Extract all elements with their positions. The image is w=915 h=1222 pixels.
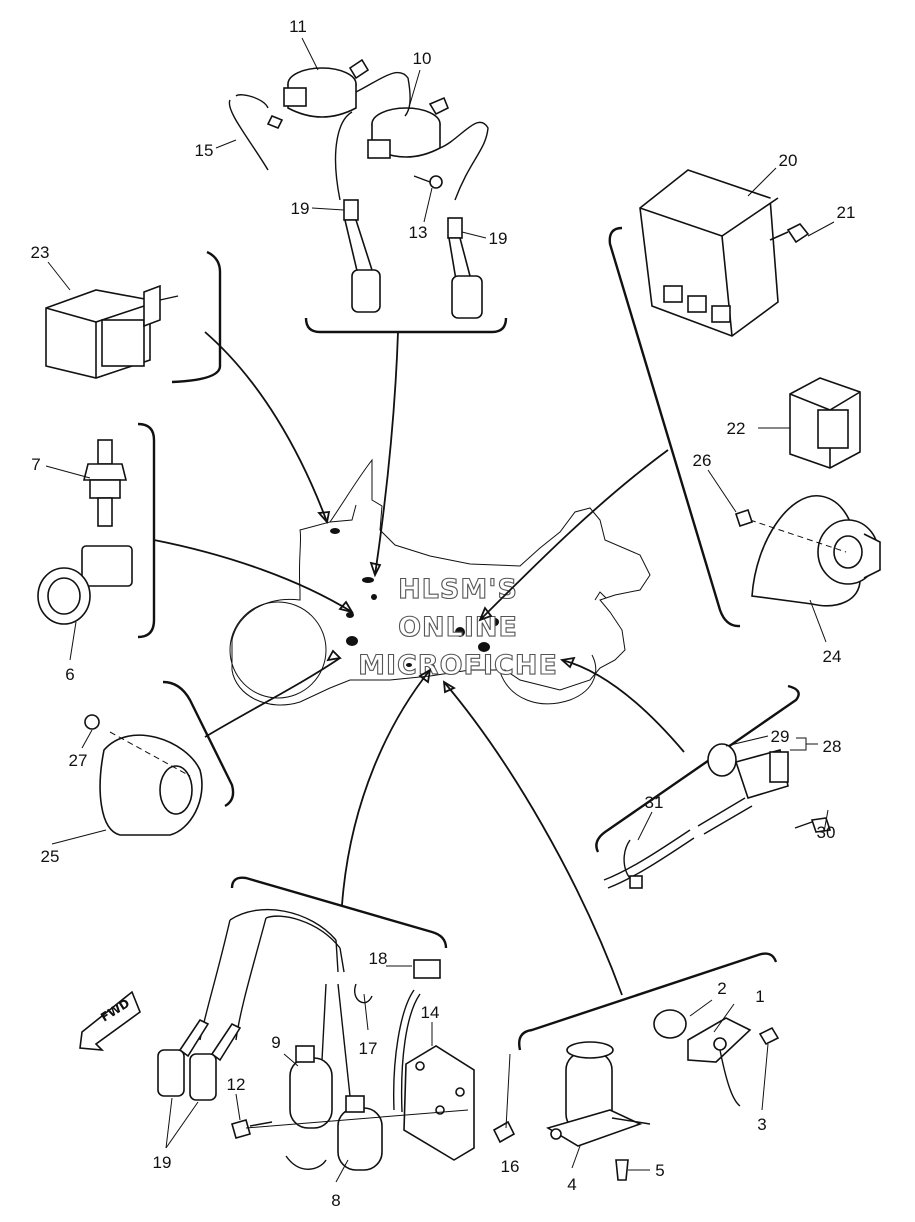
callout-19-top-left: 19 [291, 199, 310, 218]
leader-top-group [374, 331, 399, 576]
watermark: HLSM'S ONLINE MICROFICHE [358, 573, 558, 681]
leader-right-mid [561, 659, 685, 753]
watermark-line-1: HLSM'S [398, 574, 518, 605]
leader-relay [204, 331, 328, 523]
callout-1: 1 [755, 987, 764, 1006]
bracket-right-mid [595, 684, 800, 853]
callout-20: 20 [779, 151, 798, 170]
relay-icon [789, 377, 861, 469]
cable-tie-icon [603, 829, 695, 889]
bracket-bottom-left [230, 876, 448, 949]
callout-28: 28 [823, 737, 842, 756]
callout-24: 24 [823, 647, 842, 666]
watermark-line-3: MICROFICHE [358, 650, 558, 681]
callout-30: 30 [817, 823, 836, 842]
bracket-relay [171, 250, 222, 384]
cdi-unit-icon [639, 169, 810, 337]
sensor-icon [37, 439, 133, 625]
callout-22: 22 [727, 419, 746, 438]
callout-leaders [45, 37, 835, 1183]
bolt-icon [231, 1119, 516, 1144]
wiring-harness [245, 959, 469, 1129]
callout-26: 26 [693, 451, 712, 470]
relay-icon [45, 284, 179, 379]
callout-4: 4 [567, 1175, 576, 1194]
callout-9: 9 [271, 1033, 280, 1052]
callout-16: 16 [501, 1157, 520, 1176]
bracket-bottom-right [518, 952, 778, 1051]
callout-29: 29 [771, 727, 790, 746]
sensor-icon [697, 743, 832, 835]
leader-sensors [153, 539, 353, 613]
bracket-right-upper [608, 226, 741, 628]
leader-bottom-left [341, 669, 431, 906]
leader-horn-left [204, 657, 341, 738]
callout-11: 11 [289, 17, 307, 36]
callout-19-top-right: 19 [489, 229, 508, 248]
sensor-icon [653, 1009, 780, 1107]
horn-icon [734, 495, 881, 607]
callout-18: 18 [369, 949, 388, 968]
horn-icon [84, 714, 203, 836]
solenoid-icon [546, 1041, 651, 1181]
ignition-coil-icon [157, 908, 383, 1171]
callout-5: 5 [655, 1161, 664, 1180]
callout-10: 10 [413, 49, 432, 68]
callout-13: 13 [409, 223, 428, 242]
fwd-arrow-icon: FWD [79, 990, 141, 1051]
callout-27: 27 [69, 751, 88, 770]
leader-right-upper [479, 449, 669, 621]
bracket-horn-left [162, 680, 235, 808]
callout-8: 8 [331, 1191, 340, 1210]
ignition-coil-icon [228, 58, 489, 319]
callout-25: 25 [41, 847, 60, 866]
motorcycle-silhouette [229, 458, 651, 706]
callout-7: 7 [31, 455, 40, 474]
callout-23: 23 [31, 243, 50, 262]
callout-19-bottom: 19 [153, 1153, 172, 1172]
callout-17: 17 [359, 1039, 378, 1058]
watermark-line-2: ONLINE [398, 612, 518, 643]
callout-12: 12 [227, 1075, 246, 1094]
callout-14: 14 [421, 1003, 440, 1022]
callout-3: 3 [757, 1115, 766, 1134]
group-brackets [137, 226, 800, 1051]
bracket-top-group [304, 317, 508, 334]
leader-bottom-right [443, 681, 623, 996]
mount-location-spots [330, 528, 499, 670]
callout-6: 6 [65, 665, 74, 684]
callout-31: 31 [645, 793, 664, 812]
callout-21: 21 [837, 203, 856, 222]
callout-2: 2 [717, 979, 726, 998]
bracket-sensors [137, 422, 156, 639]
bracket-icon [403, 1045, 475, 1161]
callout-labels: 11 10 15 19 13 19 20 21 22 23 7 6 26 24 … [31, 17, 856, 1210]
callout-15: 15 [195, 141, 214, 160]
